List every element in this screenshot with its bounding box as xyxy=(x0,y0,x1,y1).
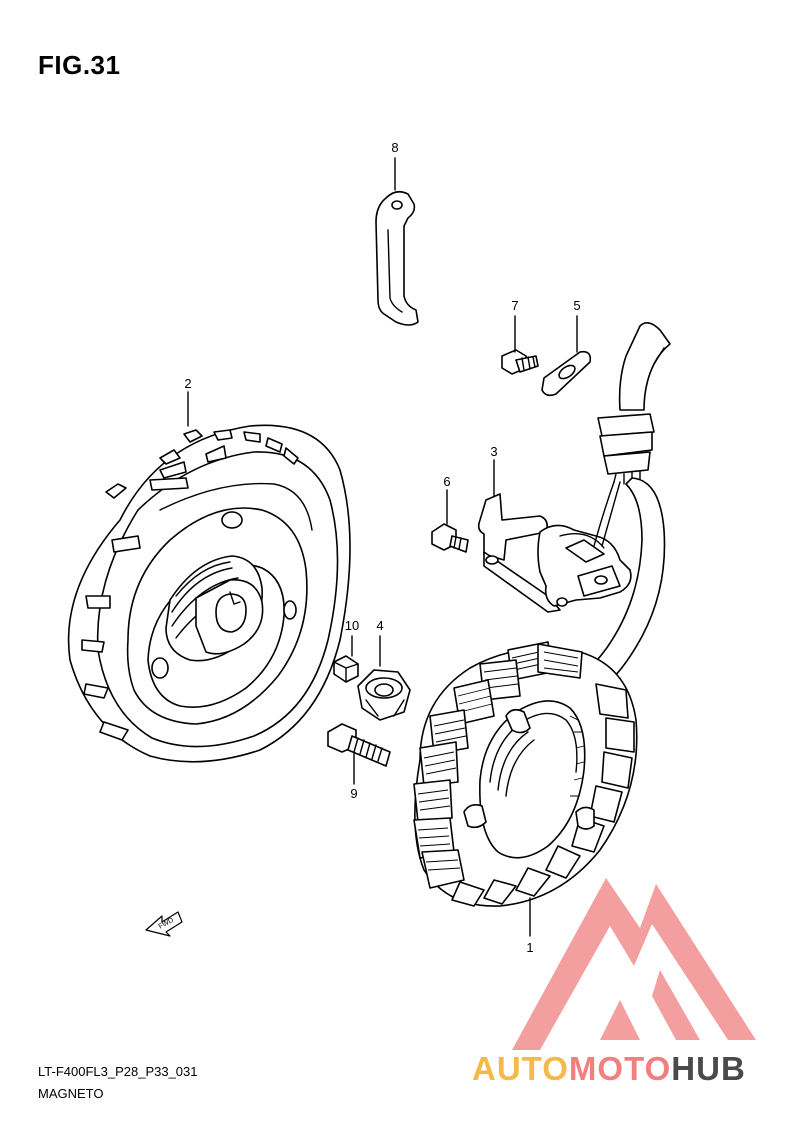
watermark-hub: HUB xyxy=(671,1050,746,1087)
part-9-bolt[interactable] xyxy=(327,723,391,767)
figure-title: FIG.31 xyxy=(38,50,121,80)
callout-5: 5 xyxy=(573,298,580,313)
part-2-rotor[interactable] xyxy=(67,424,351,763)
automotohub-wordmark: AUTOMOTOHUB xyxy=(472,1050,746,1087)
svg-text:AUTOMOTOHUB: AUTOMOTOHUB xyxy=(472,1050,746,1087)
leader-lines xyxy=(187,157,578,937)
callout-7: 7 xyxy=(511,298,518,313)
callout-10: 10 xyxy=(345,618,359,633)
part-5-plate[interactable] xyxy=(541,350,592,397)
part-3-bracket[interactable] xyxy=(477,493,632,613)
callout-3: 3 xyxy=(490,444,497,459)
figure-name: MAGNETO xyxy=(38,1086,104,1101)
part-4-nut[interactable] xyxy=(357,669,411,721)
part-1-stator[interactable] xyxy=(413,641,638,907)
watermark-moto: MOTO xyxy=(569,1050,671,1087)
callout-9: 9 xyxy=(350,786,357,801)
callout-numbers: 8 7 5 3 6 2 10 4 9 1 xyxy=(184,140,580,955)
watermark-auto: AUTO xyxy=(472,1050,569,1087)
figure-code: LT-F400FL3_P28_P33_031 xyxy=(38,1064,198,1079)
part-10-key[interactable] xyxy=(333,655,359,683)
callout-4: 4 xyxy=(376,618,383,633)
callout-1: 1 xyxy=(526,940,533,955)
fwd-arrow-icon: FWD xyxy=(145,911,183,937)
part-6-screw[interactable] xyxy=(431,523,469,553)
callout-6: 6 xyxy=(443,474,450,489)
callout-8: 8 xyxy=(391,140,398,155)
part-8-clamp[interactable] xyxy=(375,190,419,326)
callout-2: 2 xyxy=(184,376,191,391)
part-7-screw[interactable] xyxy=(501,349,539,375)
automotohub-logo xyxy=(512,878,756,1050)
